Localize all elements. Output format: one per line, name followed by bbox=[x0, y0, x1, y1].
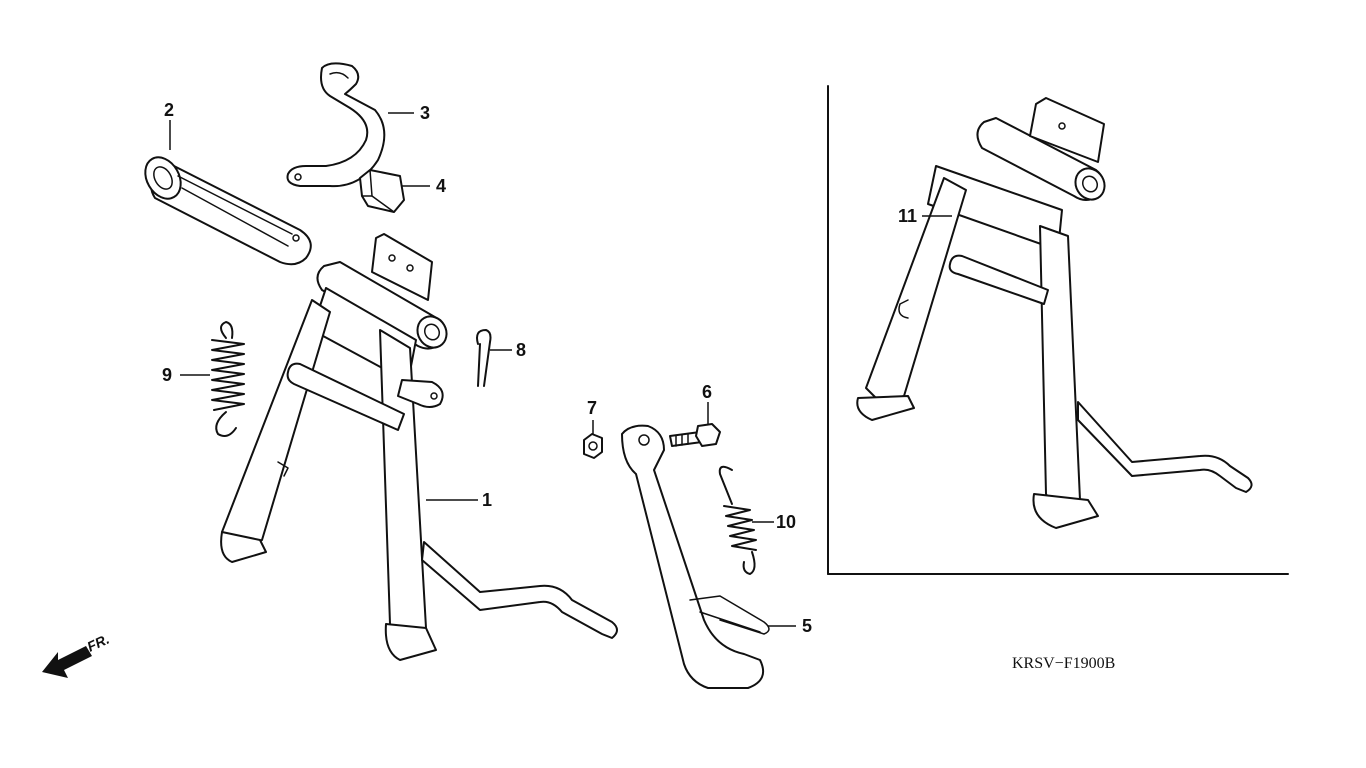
callout-2: 2 bbox=[164, 100, 174, 150]
callout-11-label: 11 bbox=[898, 206, 917, 226]
front-direction-arrow: FR. bbox=[42, 631, 112, 678]
part-8-cotter-pin[interactable] bbox=[476, 329, 492, 387]
inset-frame bbox=[827, 85, 1289, 575]
callout-7: 7 bbox=[587, 398, 597, 434]
callout-5: 5 bbox=[768, 616, 812, 636]
callout-10-label: 10 bbox=[776, 512, 796, 532]
callout-1-label: 1 bbox=[482, 490, 492, 510]
callout-3-label: 3 bbox=[420, 103, 430, 123]
diagram-code: KRSV−F1900B bbox=[1012, 655, 1115, 672]
callout-4: 4 bbox=[402, 176, 446, 196]
callout-5-label: 5 bbox=[802, 616, 812, 636]
part-9-spring[interactable] bbox=[211, 321, 245, 437]
callout-11: 11 bbox=[898, 206, 952, 226]
callout-2-label: 2 bbox=[164, 100, 174, 120]
callout-10: 10 bbox=[752, 512, 796, 532]
callout-7-label: 7 bbox=[587, 398, 597, 418]
callout-9-label: 9 bbox=[162, 365, 172, 385]
callout-9: 9 bbox=[162, 365, 210, 385]
part-11-stand-assembly[interactable] bbox=[856, 97, 1253, 529]
part-5-side-stand[interactable] bbox=[621, 424, 770, 689]
part-6-bolt[interactable] bbox=[669, 423, 721, 447]
callout-8-label: 8 bbox=[516, 340, 526, 360]
part-4-rubber-stopper[interactable] bbox=[359, 169, 405, 213]
callout-4-label: 4 bbox=[436, 176, 446, 196]
callout-3: 3 bbox=[388, 103, 430, 123]
callout-6-label: 6 bbox=[702, 382, 712, 402]
callout-8: 8 bbox=[490, 340, 526, 360]
direction-label: FR. bbox=[85, 631, 112, 655]
part-3-bracket[interactable] bbox=[286, 62, 386, 188]
part-1-main-stand[interactable] bbox=[220, 233, 618, 661]
callout-1: 1 bbox=[426, 490, 492, 510]
part-10-spring[interactable] bbox=[718, 465, 757, 575]
callout-6: 6 bbox=[702, 382, 712, 424]
part-7-nut[interactable] bbox=[583, 433, 603, 459]
part-2-pivot-shaft[interactable] bbox=[138, 151, 312, 266]
